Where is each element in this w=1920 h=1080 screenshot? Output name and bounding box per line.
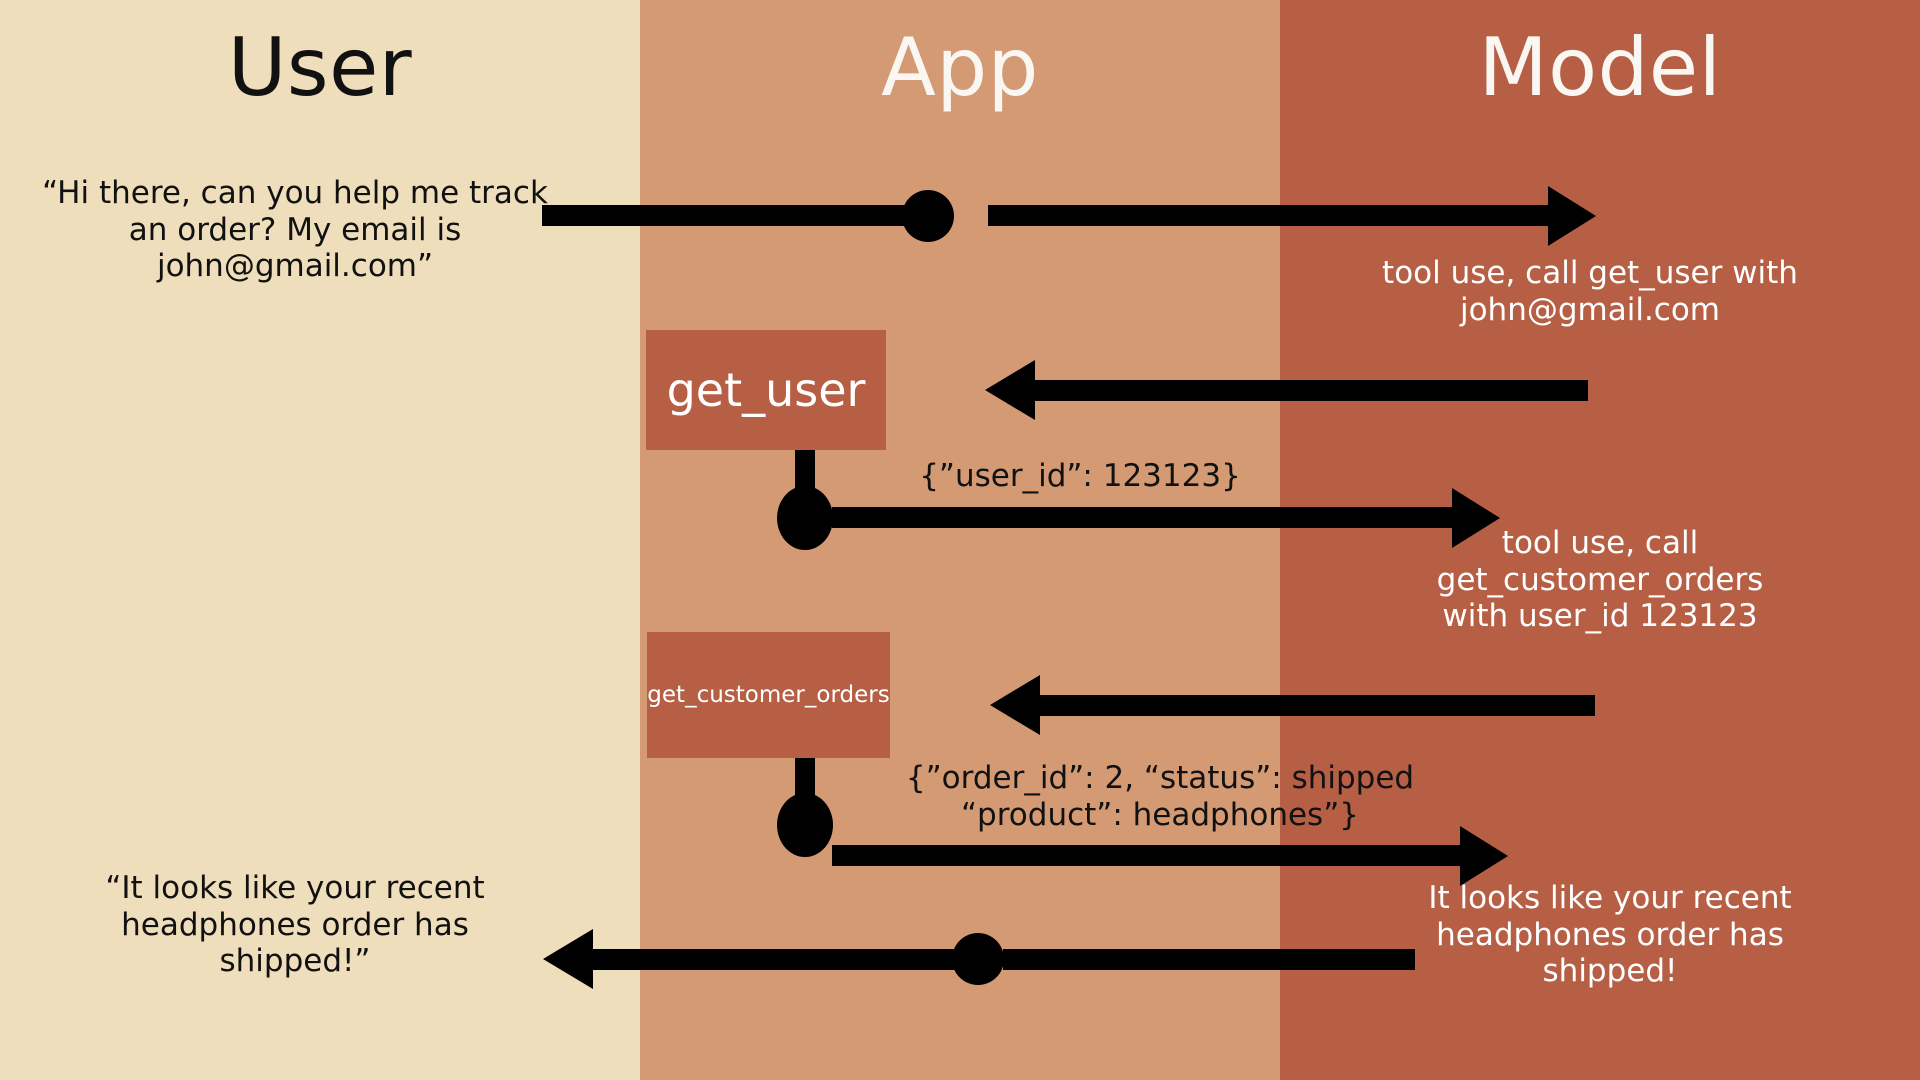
lane-app: App bbox=[640, 0, 1280, 1080]
lane-title-app: App bbox=[881, 21, 1039, 114]
lane-user: User bbox=[0, 0, 640, 1080]
toolbox-get-customer-orders[interactable]: get_customer_orders bbox=[647, 632, 890, 758]
message-model-tool-call-2: tool use, call get_customer_orders with … bbox=[1436, 525, 1764, 635]
lane-model: Model bbox=[1280, 0, 1920, 1080]
lane-title-user: User bbox=[227, 21, 413, 114]
lane-title-model: Model bbox=[1478, 21, 1722, 114]
message-tool-result-2: {”order_id”: 2, “status”: shipped “produ… bbox=[905, 760, 1415, 833]
message-model-final: It looks like your recent headphones ord… bbox=[1428, 880, 1792, 990]
toolbox-get-user[interactable]: get_user bbox=[646, 330, 886, 450]
message-user-final: “It looks like your recent headphones or… bbox=[105, 870, 485, 980]
message-user-request: “Hi there, can you help me track an orde… bbox=[42, 175, 548, 285]
message-model-tool-call-1: tool use, call get_user with john@gmail.… bbox=[1382, 255, 1798, 328]
message-tool-result-1: {”user_id”: 123123} bbox=[919, 458, 1241, 494]
